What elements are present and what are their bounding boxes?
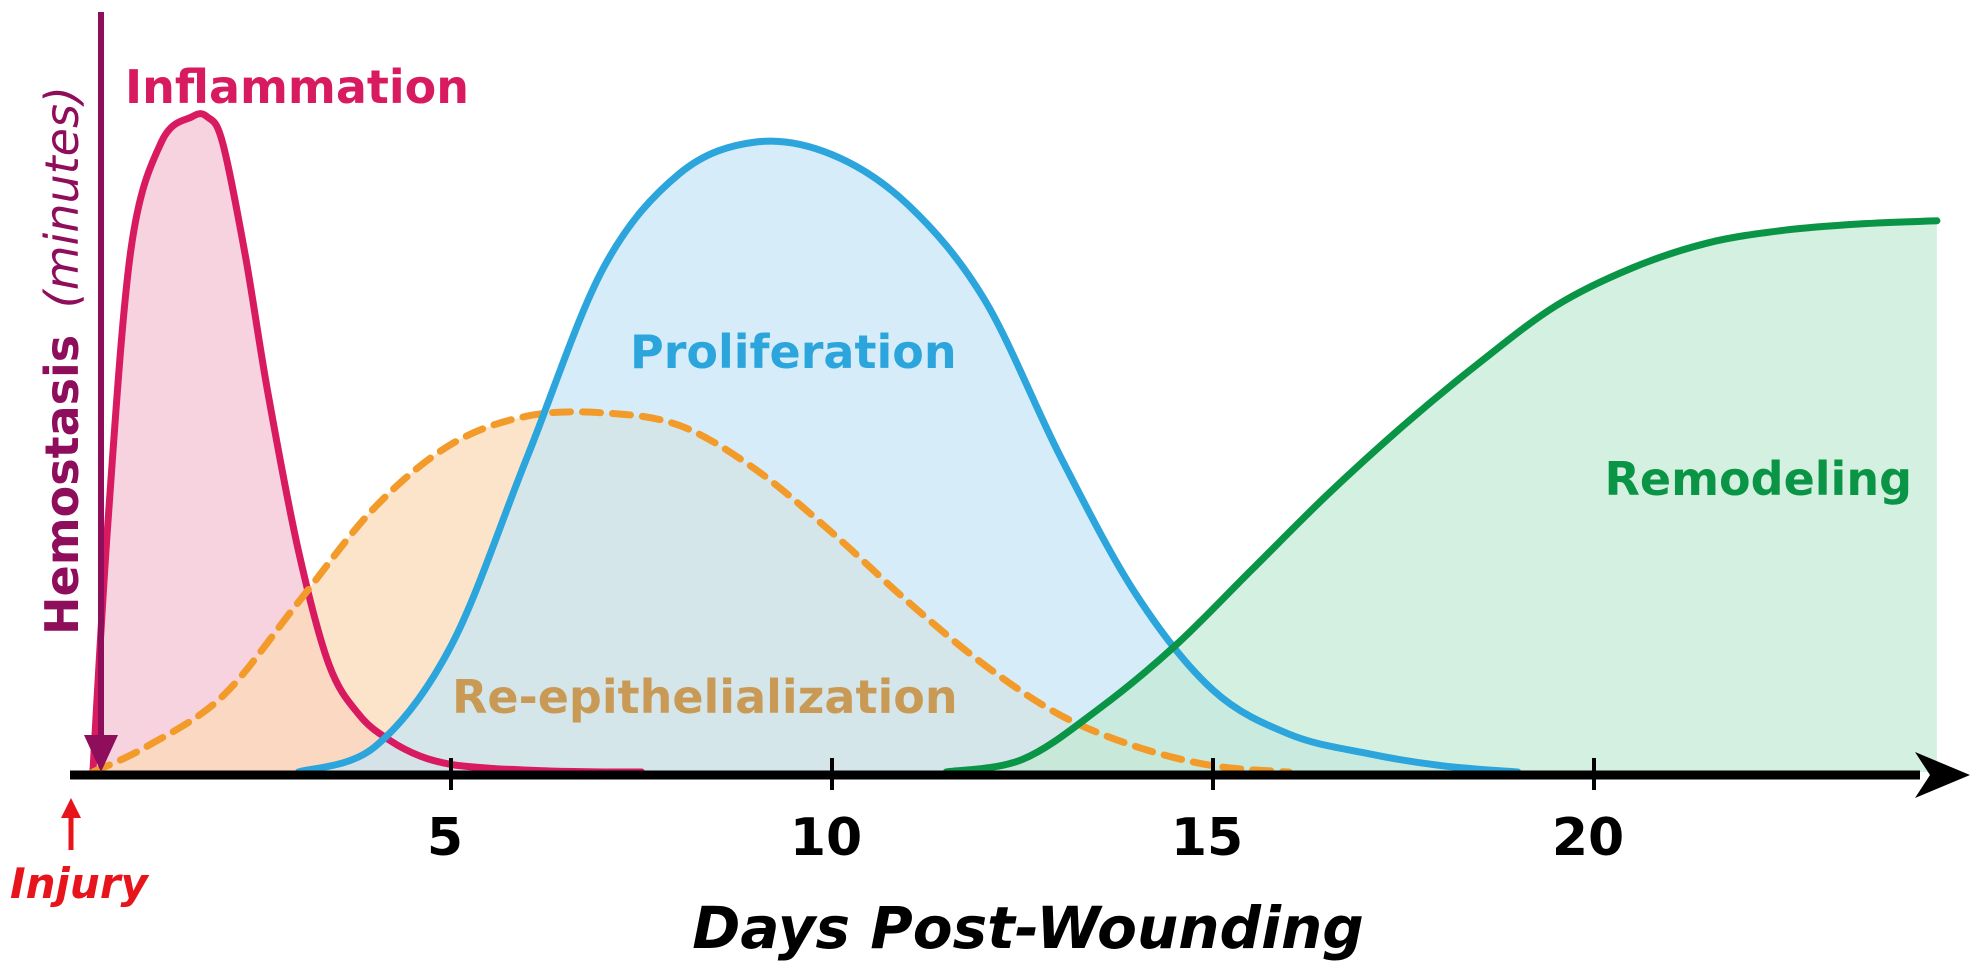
- proliferation-area: [298, 141, 1518, 772]
- remodeling-label: Remodeling: [1605, 452, 1913, 506]
- remodeling-area: [946, 220, 1937, 773]
- x-axis-arrowhead: [1915, 752, 1970, 798]
- series-lines: [89, 110, 1941, 776]
- x-tick-label-15: 15: [1171, 808, 1243, 868]
- inflammation-area: [92, 113, 642, 773]
- hemostasis-label-italic: (minutes): [35, 86, 89, 308]
- remodeling-line: [942, 217, 1941, 776]
- hemostasis-label-bold: Hemostasis: [35, 335, 89, 635]
- proliferation-label: Proliferation: [630, 325, 957, 379]
- hemostasis-label: Hemostasis (minutes): [35, 86, 89, 635]
- proliferation-line: [295, 137, 1522, 776]
- hemostasis-arrowhead: [84, 735, 118, 772]
- injury-label: Injury: [10, 859, 150, 908]
- x-axis-title: Days Post-Wounding: [692, 894, 1364, 962]
- re-epithelialization-label: Re-epithelialization: [452, 670, 958, 724]
- series-fills: [92, 113, 1937, 773]
- re-epithelialization-line: [89, 408, 1293, 776]
- x-axis-ticks: 5 10 15 20: [427, 758, 1624, 868]
- x-tick-label-20: 20: [1552, 808, 1624, 868]
- inflammation-label: Inflammation: [125, 60, 469, 114]
- x-tick-label-5: 5: [427, 808, 463, 868]
- injury-arrowhead: [61, 798, 81, 818]
- inflammation-line: [89, 110, 645, 776]
- x-tick-label-10: 10: [790, 808, 862, 868]
